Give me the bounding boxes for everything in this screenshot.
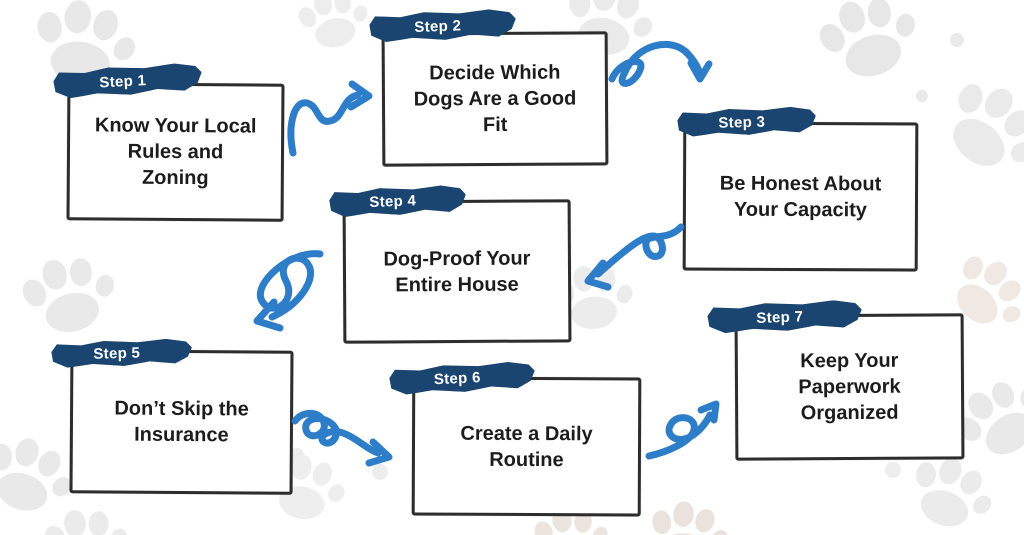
step-1-label: Step 1 [98, 71, 147, 91]
arrow-step2-to-step3 [608, 40, 713, 87]
paw-print-icon [13, 245, 127, 343]
step-2-card: Decide Which Dogs Are a Good Fit [381, 31, 609, 167]
arrow-step6-to-step7 [645, 400, 720, 460]
paw-print-icon [899, 446, 1005, 535]
paw-print-icon [39, 502, 135, 535]
paw-dot [885, 462, 901, 478]
step-4-label: Step 4 [369, 192, 417, 211]
paw-print-icon [644, 497, 735, 535]
step-3-card: Be Honest About Your Capacity [682, 121, 919, 272]
step-3-label: Step 3 [718, 113, 766, 132]
paw-dot [372, 464, 388, 480]
step-2-title: Decide Which Dogs Are a Good Fit [413, 61, 577, 137]
paw-dot [916, 90, 928, 102]
step-5-label: Step 5 [93, 344, 141, 363]
step-4-title: Dog-Proof Your Entire House [383, 247, 531, 296]
step-1-title: Know Your Local Rules and Zoning [94, 114, 257, 190]
step-2-label: Step 2 [414, 16, 462, 36]
step-6-title: Create a Daily Routine [460, 422, 593, 471]
step-6-card: Create a Daily Routine [411, 376, 642, 517]
step-7-title: Keep Your Paperwork Organized [798, 349, 901, 425]
paw-dot [950, 33, 964, 47]
step-7-card: Keep Your Paperwork Organized [734, 313, 965, 461]
step-3-title: Be Honest About Your Capacity [719, 172, 882, 221]
step-4-card: Dog-Proof Your Entire House [342, 199, 572, 344]
step-6-label: Step 6 [433, 369, 482, 389]
arrow-step5-to-step6 [291, 409, 393, 467]
paw-print-icon [928, 66, 1024, 191]
paw-print-icon [808, 0, 931, 90]
step-7-label: Step 7 [756, 307, 804, 327]
arrow-step1-to-step2 [287, 80, 373, 157]
arrow-step4-to-step5 [253, 250, 324, 332]
step-5-title: Don’t Skip the Insurance [114, 397, 249, 447]
step-5-card: Don’t Skip the Insurance [69, 349, 294, 495]
arrow-step3-to-step4 [584, 223, 685, 291]
paw-print-icon [292, 0, 376, 54]
step-1-card: Know Your Local Rules and Zoning [66, 82, 285, 222]
